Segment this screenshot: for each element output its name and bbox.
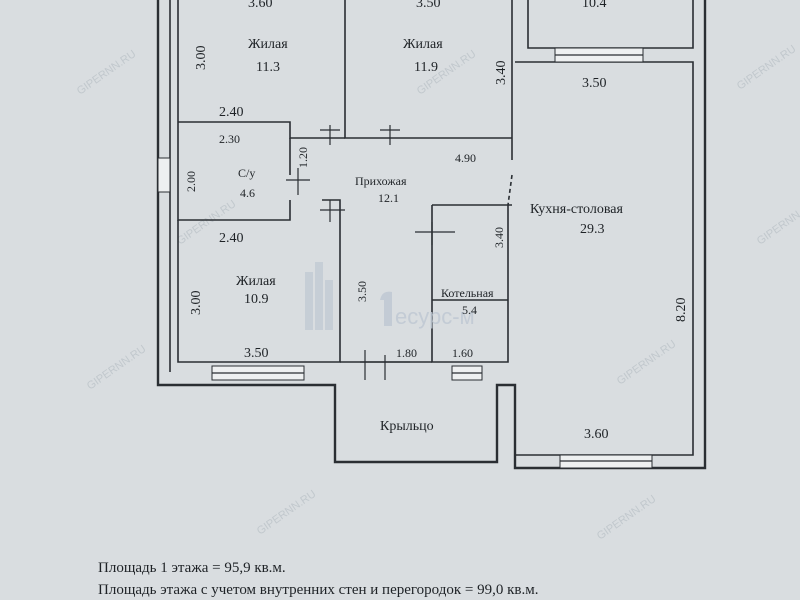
room-kitchen-name: Кухня-столовая	[530, 202, 623, 217]
dim-3-00-lower: 3.00	[189, 291, 204, 316]
room-living-2-area: 11.9	[414, 60, 438, 75]
room-boiler-area: 5.4	[462, 303, 477, 317]
window-bathroom	[157, 157, 171, 193]
dim-3-00-top: 3.00	[194, 46, 209, 71]
logo-watermark: есурс-м	[305, 262, 475, 330]
room-living-2-name: Жилая	[403, 37, 443, 52]
dimension-labels: 3.00 3.40 3.50 2.40 2.30 1.20 4.90 2.00 …	[184, 46, 689, 443]
room-living-3-area: 10.9	[244, 292, 269, 307]
room-living-1-area: 11.3	[256, 60, 280, 75]
watermark: GIPERNN.RU	[615, 338, 679, 387]
dim-3-60-bottom: 3.60	[584, 427, 609, 442]
watermark: GIPERNN.RU	[735, 43, 799, 92]
dim-1-80: 1.80	[396, 346, 417, 360]
watermark: GIPERNN.RU	[255, 488, 319, 537]
windows	[157, 47, 653, 469]
dim-3-40-top: 3.40	[494, 61, 509, 86]
dim-2-30: 2.30	[219, 132, 240, 146]
dim-4-90: 4.90	[455, 151, 476, 165]
dim-3-50-vertical: 3.50	[355, 281, 369, 302]
dim-3-50-bottom: 3.50	[244, 346, 269, 361]
dim-living-2-top: 3.50	[416, 0, 441, 11]
floor-area-with-walls-line: Площадь этажа с учетом внутренних стен и…	[98, 582, 539, 598]
dim-2-40-top: 2.40	[219, 105, 244, 120]
logo-text: есурс-м	[395, 304, 475, 329]
watermark: GIPERNN.RU	[75, 48, 139, 97]
dim-1-60: 1.60	[452, 346, 473, 360]
dim-2-00: 2.00	[184, 171, 198, 192]
room-living-3-name: Жилая	[236, 274, 276, 289]
watermark: GIPERNN.RU	[755, 198, 800, 247]
dim-2-40-lower: 2.40	[219, 231, 244, 246]
inner-walls	[177, 0, 513, 363]
doors	[286, 125, 455, 380]
room-bathroom-area: 4.6	[240, 186, 255, 200]
room-porch-name: Крыльцо	[380, 419, 434, 434]
dim-3-40-boiler: 3.40	[492, 227, 506, 248]
room-bathroom-name: С/у	[238, 166, 255, 180]
room-hall-area: 12.1	[378, 191, 399, 205]
dim-8-20: 8.20	[674, 298, 689, 323]
watermark: GIPERNN.RU	[595, 493, 659, 542]
room-hall-name: Прихожая	[355, 174, 407, 188]
watermark: GIPERNN.RU	[85, 343, 149, 392]
dim-3-50-right: 3.50	[582, 76, 607, 91]
room-living-1-name: Жилая	[248, 37, 288, 52]
room-boiler-name: Котельная	[441, 286, 494, 300]
floor-area-line: Площадь 1 этажа = 95,9 кв.м.	[98, 560, 286, 576]
dim-1-20: 1.20	[296, 147, 310, 168]
room-top-right-area: 10.4	[582, 0, 607, 11]
room-top-left-area: 3.60	[248, 0, 273, 11]
room-kitchen-area: 29.3	[580, 222, 605, 237]
room-labels: 3.60 Жилая 11.3 3.50 Жилая 11.9 10.4 С/у…	[236, 0, 623, 434]
